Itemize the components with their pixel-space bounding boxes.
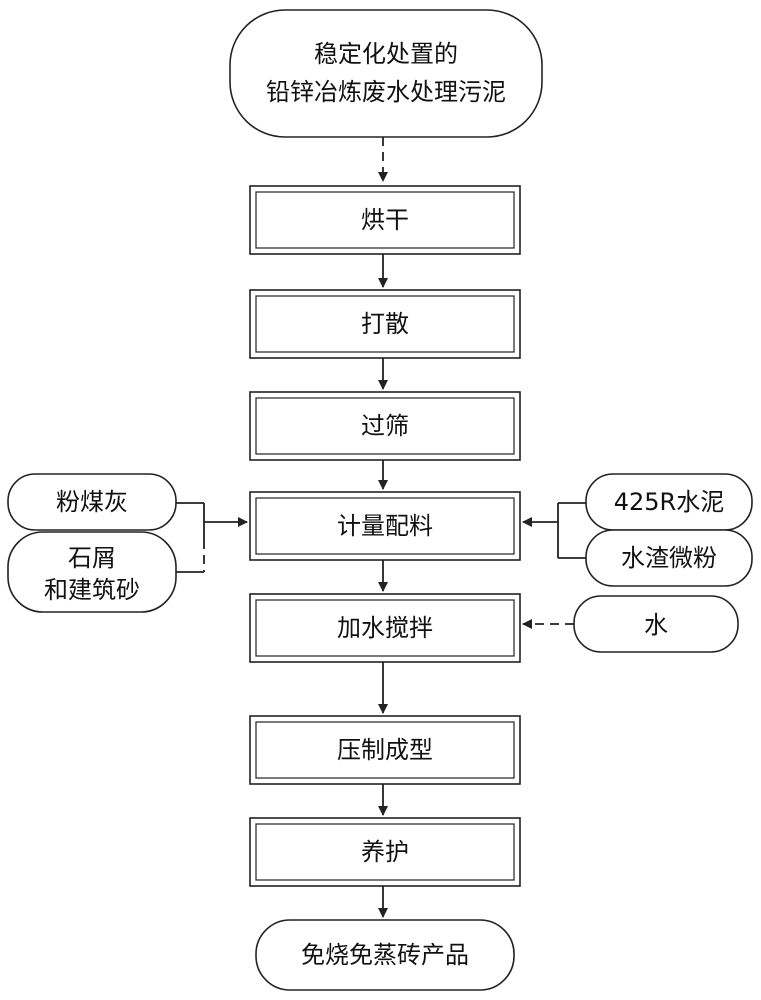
step-sieve: 过筛	[249, 391, 521, 461]
step-drying: 烘干	[249, 185, 521, 255]
input-fly-ash-label: 粉煤灰	[56, 488, 128, 516]
step-scatter: 打散	[249, 289, 521, 359]
input-stone-sand: 石屑 和建筑砂	[7, 531, 177, 613]
input-cement-label: 425R水泥	[614, 488, 724, 516]
input-cement: 425R水泥	[585, 473, 753, 531]
step-pressing-label: 压制成型	[337, 736, 433, 764]
input-slag-powder: 水渣微粉	[585, 529, 753, 587]
step-mixing: 加水搅拌	[249, 593, 521, 663]
step-sieve-label: 过筛	[361, 412, 409, 440]
input-stone-sand-label-line1: 石屑	[68, 544, 116, 572]
step-scatter-label: 打散	[361, 310, 409, 338]
step-pressing: 压制成型	[249, 715, 521, 785]
input-slag-powder-label: 水渣微粉	[621, 544, 717, 572]
step-curing-label: 养护	[361, 838, 409, 866]
start-label-line2: 铅锌冶炼废水处理污泥	[266, 78, 506, 106]
step-mixing-label: 加水搅拌	[337, 614, 433, 642]
start-node: 稳定化处置的 铅锌冶炼废水处理污泥	[229, 9, 543, 138]
input-stone-sand-label-line2: 和建筑砂	[44, 576, 140, 604]
input-water: 水	[573, 595, 739, 653]
input-water-label: 水	[644, 611, 668, 639]
end-node: 免烧免蒸砖产品	[255, 919, 515, 991]
start-label-line1: 稳定化处置的	[314, 40, 458, 68]
step-batching: 计量配料	[249, 491, 521, 561]
step-curing: 养护	[249, 817, 521, 887]
input-fly-ash: 粉煤灰	[7, 473, 177, 531]
step-batching-label: 计量配料	[337, 512, 433, 540]
step-drying-label: 烘干	[361, 206, 409, 234]
end-label: 免烧免蒸砖产品	[301, 941, 469, 969]
